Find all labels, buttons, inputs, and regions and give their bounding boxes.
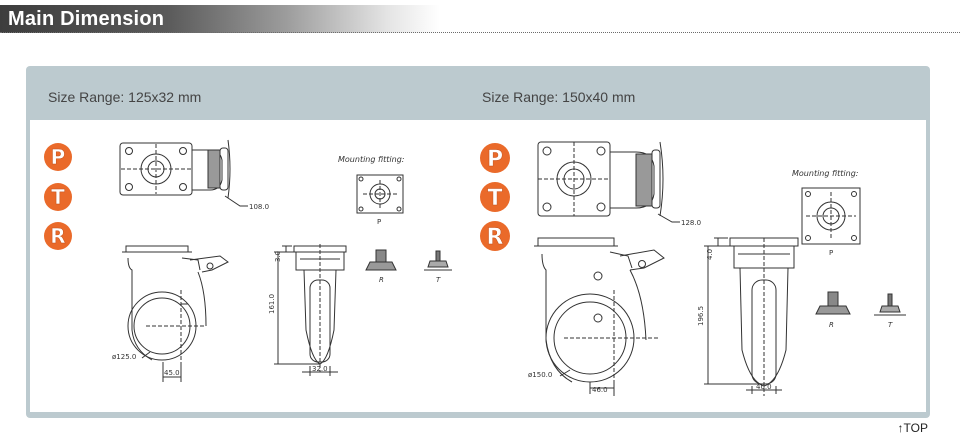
caster-top-view-right: 128.0: [537, 141, 701, 227]
mounting-label-left: Mounting fitting:: [338, 155, 405, 164]
svg-text:T: T: [51, 185, 65, 209]
caster-front-view-right: 4.0 196.5 40.0: [697, 237, 799, 396]
section-title: Main Dimension: [8, 8, 165, 30]
badge-r-left: R: [44, 222, 72, 250]
dim-plate-left: 108.0: [249, 203, 269, 211]
mounting-fitting-right: Mounting fitting: P R T: [792, 169, 906, 329]
badge-p-right: P: [480, 143, 510, 173]
dim-width-left: 32.0: [312, 365, 328, 373]
dim-plate-right: 128.0: [681, 219, 701, 227]
mounting-label-right: Mounting fitting:: [792, 169, 859, 178]
badge-p-left: P: [44, 143, 72, 171]
badge-t-right: T: [480, 182, 510, 212]
caster-side-view-right: ø150.0 46.0: [528, 237, 665, 398]
svg-text:P: P: [487, 147, 503, 172]
header-gradient-bar: [0, 5, 440, 33]
svg-text:R: R: [379, 276, 384, 284]
header-divider: [0, 32, 960, 33]
svg-text:P: P: [829, 249, 833, 257]
back-to-top-link[interactable]: ↑TOP: [897, 421, 928, 435]
svg-text:R: R: [487, 225, 504, 250]
dim-top-right: 4.0: [706, 249, 714, 260]
dim-wheel-left: ø125.0: [112, 353, 136, 361]
section-header: Main Dimension: [0, 5, 960, 33]
dim-height-left: 161.0: [268, 294, 276, 314]
dim-offset-right: 46.0: [592, 386, 608, 394]
badges-right: P T R: [480, 143, 510, 251]
mounting-fitting-left: Mounting fitting: P R T: [338, 155, 452, 284]
caster-front-view-left: 3.0 161.0 32.0: [268, 244, 347, 376]
dim-wheel-right: ø150.0: [528, 371, 552, 379]
svg-text:R: R: [829, 321, 834, 329]
svg-text:P: P: [377, 218, 381, 226]
svg-text:T: T: [888, 321, 893, 329]
dim-offset-left: 45.0: [164, 369, 180, 377]
caster-side-view-left: ø125.0 45.0: [112, 245, 229, 382]
svg-text:T: T: [436, 276, 441, 284]
svg-text:P: P: [51, 145, 66, 169]
badge-t-left: T: [44, 183, 72, 211]
caster-top-view-left: 108.0: [119, 139, 269, 211]
dim-height-right: 196.5: [697, 306, 705, 326]
size-range-label-left: Size Range: 125x32 mm: [48, 89, 202, 105]
svg-text:R: R: [50, 224, 65, 248]
size-range-label-right: Size Range: 150x40 mm: [482, 89, 636, 105]
dim-width-right: 40.0: [756, 383, 772, 391]
technical-drawing-area: P T R 108.0: [30, 120, 926, 412]
badge-r-right: R: [480, 221, 510, 251]
svg-text:T: T: [487, 186, 502, 211]
badges-left: P T R: [44, 143, 72, 250]
